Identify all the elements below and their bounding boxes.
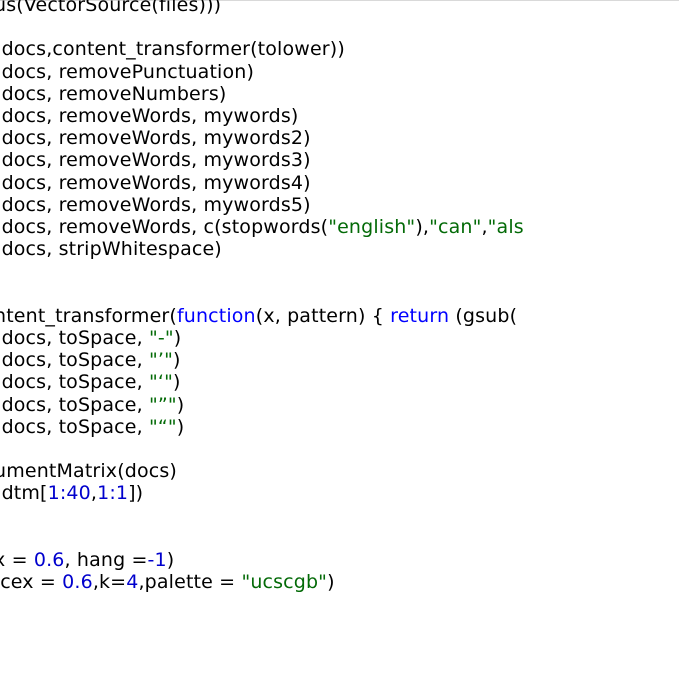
code-token: ]) xyxy=(128,482,144,505)
code-line[interactable]: (docs, removeWords, c(stopwords("english… xyxy=(0,216,524,238)
code-line[interactable]: (docs, removeWords, mywords5) xyxy=(0,194,311,216)
code-token: us(VectorSource(files))) xyxy=(0,0,222,16)
code-token: , xyxy=(90,482,98,505)
code-token: ) xyxy=(0,527,2,549)
code-token: ), xyxy=(415,216,430,238)
code-token: (docs, stripWhitespace) xyxy=(0,238,222,261)
code-token: (docs, removeWords, mywords5) xyxy=(0,193,311,216)
code-line[interactable]: (docs, toSpace, "”") xyxy=(0,394,184,416)
code-token: 0.6 xyxy=(33,549,65,571)
code-token: "’" xyxy=(148,349,173,372)
code-token: ,palette = xyxy=(138,571,242,594)
code-token: (docs, removeWords, mywords2) xyxy=(0,127,311,150)
code-token: (docs, removeNumbers) xyxy=(0,82,227,105)
code-token: -1 xyxy=(147,549,167,571)
code-token: (docs,content_transformer(tolower)) xyxy=(0,38,345,61)
code-token: ) xyxy=(176,415,185,438)
code-token: ) xyxy=(327,571,335,594)
code-token: ) xyxy=(173,327,182,349)
code-token: 1:1 xyxy=(97,482,129,505)
code-token: ,k= xyxy=(92,571,127,594)
code-token: "“" xyxy=(148,415,177,438)
code-token: (docs, toSpace, xyxy=(0,371,149,394)
code-line[interactable]: us(VectorSource(files))) xyxy=(0,0,221,16)
code-token: (docs, toSpace, xyxy=(0,415,149,438)
code-line[interactable]: (docs, removeNumbers) xyxy=(0,83,226,105)
code-token: (docs, removeWords, c(stopwords( xyxy=(0,216,329,238)
code-token: , xyxy=(481,216,488,238)
code-token: "”" xyxy=(148,393,177,416)
code-line[interactable]: x = 0.6, hang =-1) xyxy=(0,549,174,571)
code-line[interactable]: (docs, removeWords, mywords) xyxy=(0,105,298,127)
code-line[interactable]: (docs,content_transformer(tolower)) xyxy=(0,38,345,60)
code-token: , hang = xyxy=(64,549,148,571)
code-token: ntent_transformer( xyxy=(0,304,177,327)
code-token: (docs, removeWords, mywords) xyxy=(0,105,299,127)
code-token: (docs, toSpace, xyxy=(0,393,149,416)
code-token: "-" xyxy=(148,327,174,349)
code-token: ) xyxy=(172,349,181,372)
code-line[interactable]: (docs, removeWords, mywords2) xyxy=(0,127,311,149)
code-token: "can" xyxy=(429,216,482,238)
code-token: (dtm[ xyxy=(0,482,48,505)
code-token: "english" xyxy=(328,216,416,238)
code-token: (x, pattern) { xyxy=(255,304,391,327)
code-token: (gsub( xyxy=(449,304,518,327)
code-token: 1:40 xyxy=(47,482,91,505)
code-token: cex = xyxy=(0,571,63,594)
code-token: ) xyxy=(172,371,181,394)
code-token: "ucscgb" xyxy=(241,571,328,594)
code-token: 4 xyxy=(126,571,139,594)
code-line[interactable]: umentMatrix(docs) xyxy=(0,460,177,482)
code-token: (docs, removeWords, mywords3) xyxy=(0,149,311,172)
editor-top-border xyxy=(0,0,679,1)
code-line[interactable]: cex = 0.6,k=4,palette = "ucscgb") xyxy=(0,571,335,593)
code-line[interactable]: (docs, toSpace, "‘") xyxy=(0,371,181,393)
code-token: (docs, toSpace, xyxy=(0,327,149,349)
code-token: return xyxy=(390,304,450,327)
code-token: ) xyxy=(176,393,185,416)
code-line[interactable]: (docs, toSpace, "’") xyxy=(0,349,181,371)
code-line[interactable]: (dtm[1:40,1:1]) xyxy=(0,482,143,504)
code-token: (docs, removePunctuation) xyxy=(0,60,255,83)
code-line[interactable]: ntent_transformer(function(x, pattern) {… xyxy=(0,305,517,327)
code-token: umentMatrix(docs) xyxy=(0,460,177,483)
code-line[interactable]: (docs, toSpace, "-") xyxy=(0,327,181,349)
code-line[interactable]: (docs, removeWords, mywords3) xyxy=(0,149,311,171)
code-line[interactable]: ) xyxy=(0,527,2,549)
code-token: 0.6 xyxy=(62,571,93,594)
code-token: function xyxy=(176,304,256,327)
code-line[interactable]: (docs, stripWhitespace) xyxy=(0,238,222,260)
code-token: "als xyxy=(487,216,524,238)
code-token: (docs, removeWords, mywords4) xyxy=(0,171,311,194)
code-line[interactable]: (docs, toSpace, "“") xyxy=(0,416,184,438)
code-line[interactable]: (docs, removeWords, mywords4) xyxy=(0,172,311,194)
code-token: x = xyxy=(0,549,28,571)
code-token: (docs, toSpace, xyxy=(0,349,149,372)
code-token: "‘" xyxy=(148,371,173,394)
code-token: ) xyxy=(166,549,175,571)
code-line[interactable]: (docs, removePunctuation) xyxy=(0,61,254,83)
